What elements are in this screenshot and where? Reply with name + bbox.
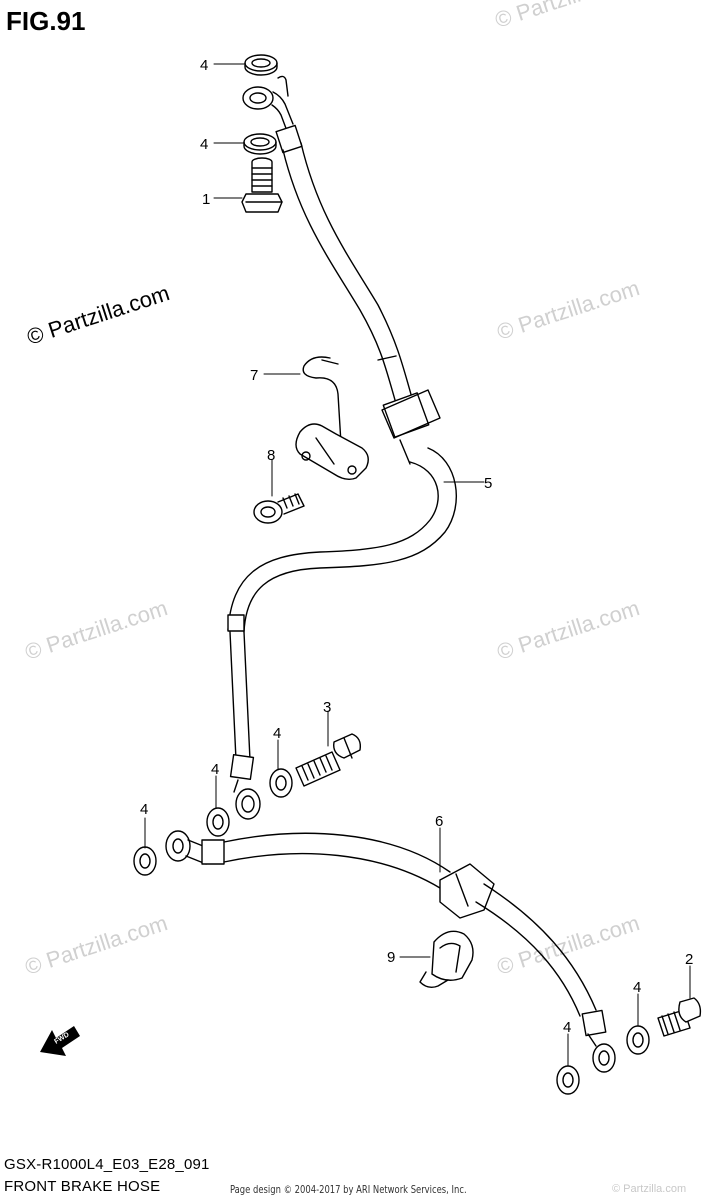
washer-part-4-bottom	[556, 1065, 580, 1095]
watermark-text: © Partzilla.com	[494, 275, 643, 345]
washer-part-4-left-upper	[206, 807, 230, 837]
callout-label: 4	[273, 725, 281, 742]
model-code: GSX-R1000L4_E03_E28_091	[4, 1156, 210, 1173]
watermark-main: © Partzilla.com	[24, 280, 173, 350]
leader-lines	[144, 63, 691, 1067]
watermark-text: © Partzilla.com	[494, 595, 643, 665]
callout-label: 4	[633, 979, 641, 996]
credit-brand: © Partzilla.com	[612, 1183, 687, 1195]
watermark-text: © Partzilla.com	[22, 595, 171, 665]
watermark-text: © Partzilla.com	[492, 0, 641, 33]
callout-label: 8	[267, 447, 275, 464]
washer-part-4-right	[626, 1025, 650, 1055]
callout-label: 2	[685, 951, 693, 968]
callout-label: 4	[200, 57, 208, 74]
callout-labels: 4 4 1 7 8 5 3 4 4 4 6 9 2 4 4	[140, 57, 693, 1036]
washer-part-4-far-left	[133, 846, 157, 876]
callout-label: 6	[435, 813, 443, 830]
page-credit: Page design © 2004-2017 by ARI Network S…	[230, 1183, 467, 1196]
washer-part-4-top	[244, 54, 278, 76]
clamp-part-9	[419, 930, 474, 989]
section-name: FRONT BRAKE HOSE	[4, 1178, 161, 1195]
banjo-bolt-part-2	[657, 997, 702, 1037]
clamp-part-7	[295, 356, 369, 481]
callout-label: 7	[250, 367, 258, 384]
banjo-bolt-part-3	[295, 733, 362, 787]
fwd-arrow-icon: FWD	[40, 1026, 80, 1056]
washer-part-4-upper	[243, 133, 277, 155]
bolt-part-8	[253, 493, 305, 524]
banjo-bolt-part-1	[241, 157, 283, 213]
watermarks: © Partzilla.com © Partzilla.com © Partzi…	[22, 0, 643, 980]
brake-hose-part-6	[165, 830, 616, 1073]
callout-label: 5	[484, 475, 492, 492]
brake-hose-part-5	[227, 75, 457, 793]
washer-part-4-mid	[269, 768, 293, 798]
figure-title: FIG.91	[6, 6, 86, 36]
callout-label: 4	[200, 136, 208, 153]
callout-label: 3	[323, 699, 331, 716]
callout-label: 4	[140, 801, 148, 818]
watermark-text: © Partzilla.com	[22, 910, 171, 980]
banjo-fitting-lower	[235, 788, 261, 820]
callout-label: 1	[202, 191, 210, 208]
watermark-text: © Partzilla.com	[494, 910, 643, 980]
callout-label: 9	[387, 949, 395, 966]
callout-label: 4	[563, 1019, 571, 1036]
callout-label: 4	[211, 761, 219, 778]
